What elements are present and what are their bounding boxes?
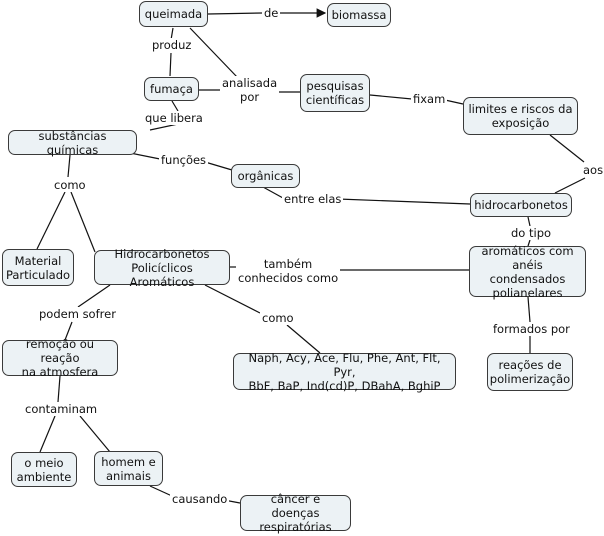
- edge-pesquisas-fixam: [369, 94, 413, 100]
- link-podem-sofrer: podem sofrer: [37, 307, 118, 321]
- node-substancias[interactable]: substâncias químicas: [8, 129, 137, 157]
- node-pesquisas[interactable]: pesquisas científicas: [300, 74, 370, 112]
- edge-fixam-limites: [444, 99, 464, 105]
- edge-dotipo-aromaticos: [527, 239, 531, 247]
- link-tambem-conhecidos: também conhecidos como: [236, 257, 341, 285]
- link-que-libera: que libera: [143, 111, 205, 125]
- edge-produz-fumaca: [169, 52, 172, 77]
- node-queimada[interactable]: queimada: [139, 1, 208, 27]
- node-hpa[interactable]: Hidrocarbonetos Policíclicos Aromáticos: [94, 247, 230, 289]
- link-contaminam: contaminam: [23, 402, 100, 416]
- edge-remocao-contaminam: [57, 375, 61, 403]
- edge-libera-substancias: [149, 123, 179, 131]
- link-aos: aos: [581, 163, 604, 177]
- node-remocao[interactable]: remoção ou reação na atmosfera: [2, 337, 118, 379]
- edge-substancias-como: [67, 154, 71, 178]
- node-aromaticos[interactable]: aromáticos com anéis condensados poliane…: [469, 244, 586, 300]
- node-lista-hpa[interactable]: Naph, Acy, Ace, Flu, Phe, Ant, Flt, Pyr,…: [233, 351, 456, 393]
- link-do-tipo: do tipo: [509, 226, 554, 240]
- link-de: de: [262, 6, 281, 20]
- link-formados-por: formados por: [491, 322, 572, 336]
- edge-contaminam-meio: [39, 415, 56, 453]
- link-como-2: como: [260, 311, 296, 325]
- node-cancer[interactable]: câncer e doenças respiratórias: [240, 492, 351, 534]
- edge-hpa-como: [204, 284, 261, 314]
- edge-como-hpa: [70, 191, 96, 253]
- edge-aromaticos-formados: [527, 296, 531, 323]
- node-material-particulado[interactable]: Material Particulado: [2, 249, 74, 286]
- edge-fumaca-libera: [171, 100, 179, 112]
- edge-hpa-podem: [77, 284, 111, 308]
- node-organicas[interactable]: orgânicas: [231, 164, 300, 188]
- edge-aos-hidro: [554, 177, 586, 194]
- node-limites[interactable]: limites e riscos da exposição: [463, 97, 578, 135]
- node-biomassa[interactable]: biomassa: [327, 3, 391, 27]
- edge-entre-organicas: [262, 186, 284, 199]
- edge-homem-causando: [149, 485, 173, 497]
- edge-queimada-analisada: [189, 27, 239, 79]
- edge-contaminam-homem: [79, 415, 111, 453]
- link-produz: produz: [150, 38, 194, 52]
- edge-hidro-dotipo: [527, 216, 531, 227]
- edge-hidro-entre: [337, 198, 471, 205]
- edge-funcoes-organicas: [204, 161, 233, 171]
- node-meio-ambiente[interactable]: o meio ambiente: [11, 452, 77, 487]
- link-analisada-por: analisada por: [220, 76, 280, 104]
- node-hidrocarbonetos[interactable]: hidrocarbonetos: [470, 193, 572, 217]
- node-fumaca[interactable]: fumaça: [144, 77, 199, 101]
- link-como-1: como: [52, 178, 88, 192]
- link-fixam: fixam: [411, 92, 448, 106]
- edge-limites-aos: [549, 134, 585, 163]
- link-funcoes: funções: [159, 153, 209, 167]
- node-reacoes[interactable]: reações de polimerização: [487, 353, 573, 391]
- link-causando: causando: [170, 492, 230, 506]
- edge-queimada-de: [207, 12, 263, 15]
- edge-podem-remocao: [64, 321, 73, 341]
- edge-como-material: [36, 191, 66, 250]
- link-entre-elas: entre elas: [282, 192, 344, 206]
- edge-como-lista: [286, 324, 321, 354]
- node-homem-animais[interactable]: homem e animais: [94, 451, 163, 486]
